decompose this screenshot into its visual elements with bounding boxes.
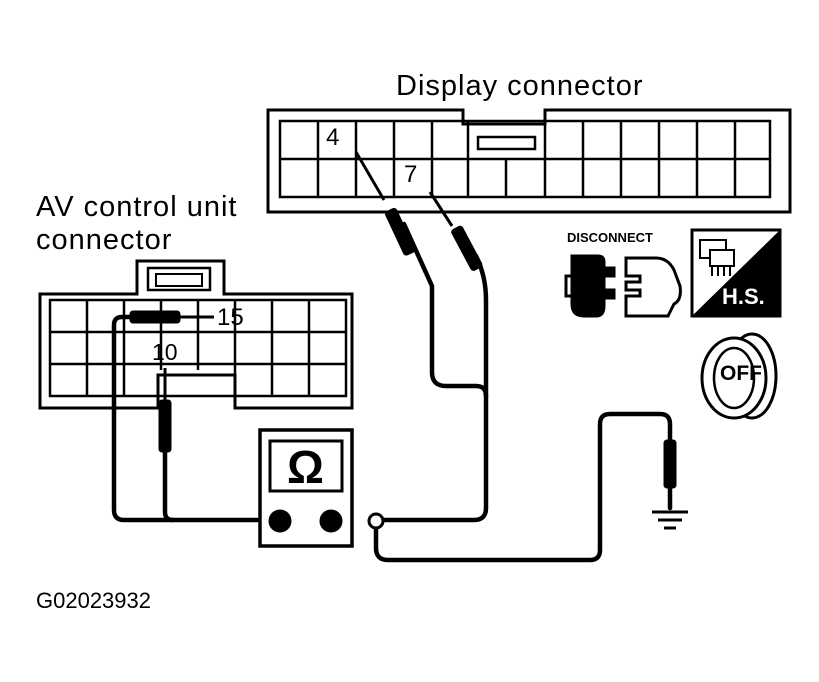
probe-pin-7 xyxy=(451,225,483,271)
probe-ground xyxy=(663,439,677,489)
disconnect-icon xyxy=(564,254,682,318)
junction-node xyxy=(367,512,385,530)
hs-label: H.S. xyxy=(722,284,765,309)
av-connector-label-line1: AV control unit xyxy=(36,191,238,223)
figure-id: G02023932 xyxy=(36,588,151,613)
display-connector xyxy=(266,108,792,214)
pin-15-label: 15 xyxy=(217,304,244,331)
probes xyxy=(129,151,677,489)
harness-hs-icon xyxy=(690,228,782,318)
ground-icon xyxy=(652,510,688,530)
off-label: OFF xyxy=(720,362,762,385)
probe-pin-4 xyxy=(385,207,416,256)
disconnect-label: DISCONNECT xyxy=(567,230,653,245)
probe-pin-15 xyxy=(129,310,181,324)
display-connector-label: Display connector xyxy=(396,70,644,102)
av-connector-label-line2: connector xyxy=(36,224,173,256)
pin-10-label: 10 xyxy=(152,339,178,365)
ignition-off-icon xyxy=(700,332,778,420)
ohmmeter-icon xyxy=(258,428,354,548)
pin-4-label: 4 xyxy=(326,124,340,151)
probe-pin-10 xyxy=(158,399,172,453)
ohm-symbol: Ω xyxy=(287,441,324,493)
pin-7-label: 7 xyxy=(404,161,418,188)
av-control-unit-connector xyxy=(38,259,354,410)
